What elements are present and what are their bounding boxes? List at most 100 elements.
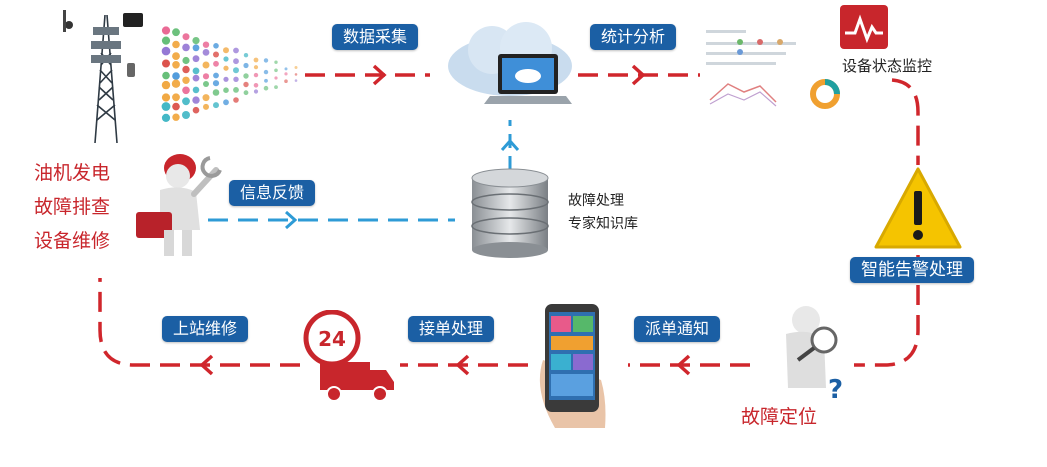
data-dot	[274, 85, 278, 89]
data-dot	[172, 93, 180, 102]
warning-icon	[874, 167, 962, 249]
badge-24: 24	[318, 327, 346, 351]
data-dot	[203, 81, 209, 87]
data-dot	[172, 28, 180, 37]
data-dot	[253, 65, 259, 70]
kb-label-line1: 故障处理	[568, 193, 624, 209]
data-dot	[161, 26, 171, 35]
monitor-label: 设备状态监控	[842, 57, 933, 75]
repair-truck-icon: 24	[303, 310, 394, 402]
data-dot	[243, 90, 249, 96]
data-stream-icon	[161, 26, 298, 122]
data-dot	[223, 87, 229, 93]
data-dot	[161, 80, 171, 90]
data-dot	[172, 61, 180, 69]
data-dot	[192, 74, 200, 82]
data-dot	[213, 60, 219, 67]
data-dot	[213, 102, 219, 109]
data-dot	[294, 73, 298, 76]
flow-onsite-arrow	[98, 278, 300, 367]
data-dot	[243, 62, 249, 69]
data-dot	[223, 76, 229, 82]
data-dot	[161, 36, 171, 45]
data-dot	[233, 97, 239, 103]
data-dot	[182, 111, 190, 119]
data-dot	[253, 57, 259, 63]
data-dot	[233, 67, 239, 74]
data-dot	[182, 86, 190, 95]
data-dot	[213, 72, 219, 79]
data-dot	[182, 56, 190, 65]
label-data-collection: 数据采集	[332, 24, 419, 50]
cloud-laptop-icon	[448, 22, 572, 104]
data-dot	[161, 46, 171, 56]
data-dot	[192, 86, 200, 94]
label-info-feedback: 信息反馈	[229, 180, 316, 206]
data-dot	[192, 37, 200, 45]
data-dot	[263, 58, 269, 63]
data-dot	[182, 65, 190, 74]
data-dot	[253, 89, 259, 94]
data-dot	[243, 81, 249, 88]
smartphone-icon	[539, 304, 606, 428]
data-dot	[203, 103, 209, 110]
data-dot	[192, 106, 200, 114]
data-dot	[162, 71, 170, 80]
task-generator: 油机发电	[34, 162, 111, 184]
data-dot	[182, 43, 190, 52]
data-dot	[162, 59, 170, 68]
data-dot	[223, 56, 229, 62]
data-dot	[172, 72, 180, 80]
data-dot	[223, 47, 229, 54]
fault-inspector-icon: ?	[786, 306, 843, 405]
data-dot	[233, 87, 239, 93]
data-dot	[202, 94, 210, 102]
data-dot	[202, 41, 210, 48]
data-dot	[161, 93, 171, 102]
data-dot	[294, 66, 298, 69]
data-dot	[253, 83, 259, 88]
data-dot	[294, 79, 298, 82]
data-dot	[264, 78, 268, 83]
data-dot	[172, 52, 180, 60]
data-dot	[202, 73, 210, 80]
data-dot	[192, 55, 200, 63]
data-dot	[213, 51, 219, 58]
data-dot	[212, 89, 220, 96]
data-dot	[213, 43, 219, 49]
database-icon	[471, 168, 549, 258]
data-dot	[171, 79, 181, 88]
data-dot	[182, 33, 190, 41]
data-dot	[284, 72, 288, 76]
data-dot	[223, 65, 229, 71]
data-dot	[274, 60, 278, 64]
label-smart-alarm: 智能告警处理	[850, 257, 974, 283]
data-dot	[161, 113, 171, 122]
data-dot	[161, 102, 171, 111]
task-troubleshoot: 故障排查	[34, 196, 111, 218]
data-dot	[172, 102, 180, 111]
label-statistical-analysis: 统计分析	[590, 24, 677, 50]
svg-text:?: ?	[828, 375, 843, 405]
label-dispatch-notice: 派单通知	[634, 316, 721, 342]
data-dot	[212, 80, 220, 87]
data-dot	[284, 79, 288, 83]
maintenance-worker-icon	[136, 154, 222, 256]
data-dot	[202, 61, 210, 69]
data-dot	[253, 72, 259, 78]
data-dot	[263, 69, 269, 75]
status-monitor-icon	[840, 5, 888, 49]
data-dot	[202, 49, 210, 56]
data-dot	[182, 97, 190, 106]
data-dot	[172, 113, 180, 121]
data-dot	[274, 68, 278, 73]
label-onsite-repair: 上站维修	[162, 316, 249, 342]
data-dot	[192, 96, 200, 104]
data-dot	[192, 44, 200, 52]
data-dot	[223, 99, 229, 106]
data-dot	[284, 67, 288, 71]
data-dot	[274, 76, 278, 80]
data-dot	[243, 73, 249, 79]
